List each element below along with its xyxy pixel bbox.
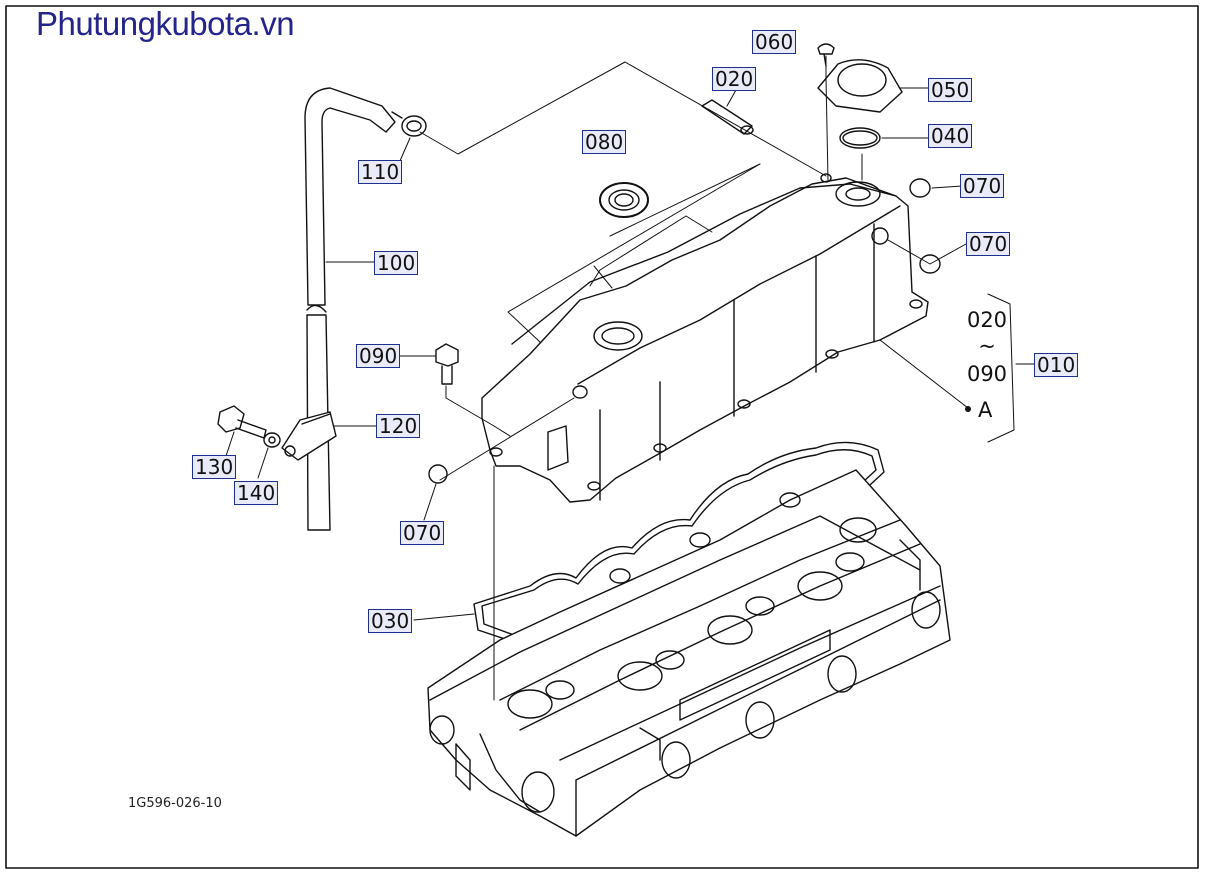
callout-100[interactable]: 100: [374, 251, 419, 275]
cover-screw: [817, 43, 835, 67]
bracket-washer: [263, 432, 281, 448]
callout-040[interactable]: 040: [928, 124, 973, 148]
callout-050[interactable]: 050: [928, 78, 973, 102]
callout-070-left[interactable]: 070: [400, 521, 445, 545]
callout-110[interactable]: 110: [358, 160, 403, 184]
callout-070-right[interactable]: 070: [966, 232, 1011, 256]
hose-bracket: [281, 411, 337, 461]
range-start: 020: [966, 308, 1008, 332]
range-tilde: ~: [978, 334, 996, 358]
site-title[interactable]: Phutungkubota.vn: [36, 5, 295, 42]
callout-130[interactable]: 130: [192, 455, 237, 479]
breather-cap: [817, 59, 903, 113]
document-code: 1G596-026-10: [128, 796, 222, 811]
reference-point-label: A: [978, 398, 993, 422]
bracket-bolt: [217, 405, 267, 439]
callout-090[interactable]: 090: [356, 344, 401, 368]
cylinder-head: [427, 469, 951, 837]
cover-bolt: [435, 343, 459, 385]
drawing-frame: [5, 5, 1199, 869]
callout-010[interactable]: 010: [1034, 353, 1079, 377]
callout-140[interactable]: 140: [234, 481, 279, 505]
callout-060[interactable]: 060: [752, 30, 797, 54]
o-ring: [839, 127, 881, 149]
rubber-bushes: [428, 178, 941, 484]
callout-070-right-top[interactable]: 070: [960, 174, 1005, 198]
hose-clamp: [391, 111, 427, 137]
head-cover: [481, 173, 929, 503]
cover-gasket: [473, 441, 885, 661]
reference-point-dot: [965, 406, 971, 412]
callout-030[interactable]: 030: [368, 609, 413, 633]
breather-pipe: [701, 99, 754, 135]
leader-lines: [225, 55, 1037, 701]
callout-080[interactable]: 080: [582, 130, 627, 154]
range-end: 090: [966, 362, 1008, 386]
callout-020[interactable]: 020: [712, 67, 757, 91]
oil-seal: [599, 182, 649, 218]
callout-120[interactable]: 120: [376, 414, 421, 438]
breather-hose: [304, 87, 396, 531]
